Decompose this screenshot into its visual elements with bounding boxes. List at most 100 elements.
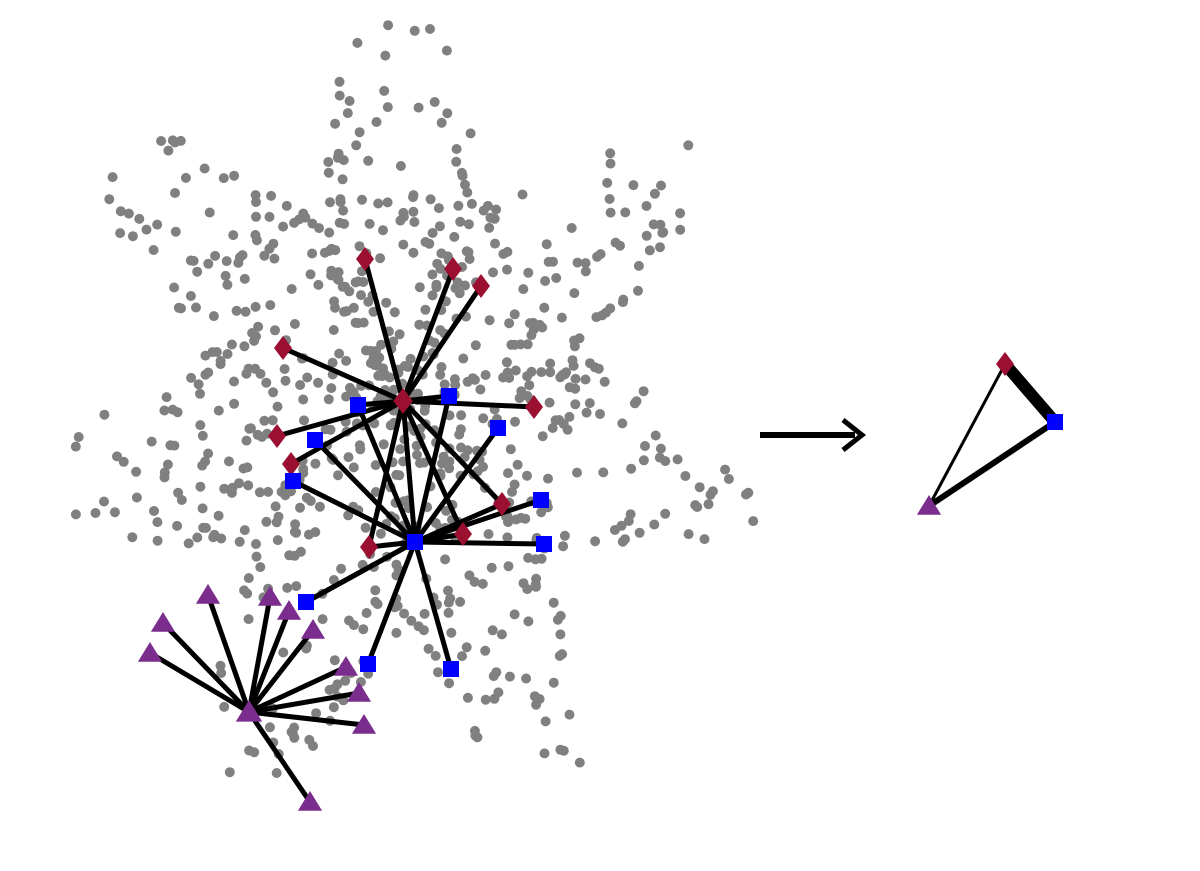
square-edge xyxy=(412,539,547,547)
background-node xyxy=(484,315,495,326)
background-node xyxy=(536,507,547,518)
background-node xyxy=(305,269,316,280)
background-node xyxy=(389,384,400,395)
background-node xyxy=(523,552,534,563)
square-node xyxy=(360,656,376,672)
triangle-edge xyxy=(205,592,252,715)
background-node xyxy=(558,745,569,756)
background-node xyxy=(601,307,611,318)
background-node xyxy=(251,235,262,246)
background-node xyxy=(496,629,507,640)
triangle-edge xyxy=(246,627,316,715)
background-node xyxy=(352,37,363,48)
diamond-edge xyxy=(400,398,537,410)
diamond-node xyxy=(444,257,462,281)
background-node xyxy=(243,480,254,491)
background-node xyxy=(289,550,300,561)
triangle-node xyxy=(195,584,221,604)
background-node xyxy=(561,367,572,378)
background-node xyxy=(251,539,261,549)
background-node xyxy=(610,237,621,248)
background-node xyxy=(298,394,309,405)
background-node xyxy=(656,180,666,191)
background-node xyxy=(197,460,208,471)
background-node xyxy=(255,562,266,573)
background-node xyxy=(250,301,261,312)
background-node xyxy=(70,441,81,452)
background-node xyxy=(267,415,278,426)
right-arrow-icon xyxy=(760,418,867,452)
background-node xyxy=(507,486,517,497)
background-node xyxy=(382,197,393,208)
background-node xyxy=(572,257,583,268)
background-node xyxy=(562,424,573,435)
background-node xyxy=(344,96,355,106)
summary-diamond-node xyxy=(996,352,1014,376)
background-node xyxy=(224,456,234,467)
background-node xyxy=(510,416,520,427)
background-node xyxy=(372,599,383,610)
background-node xyxy=(590,536,601,547)
background-node xyxy=(633,285,643,296)
background-node xyxy=(456,167,467,178)
background-node xyxy=(522,470,532,481)
background-node xyxy=(437,458,447,469)
background-node xyxy=(523,267,534,278)
background-node xyxy=(638,386,649,397)
background-node xyxy=(222,279,233,290)
background-node xyxy=(240,306,251,317)
background-node xyxy=(408,206,419,217)
background-node xyxy=(477,578,488,589)
background-node xyxy=(271,768,282,778)
background-node xyxy=(455,424,466,435)
background-node xyxy=(443,585,453,596)
background-node xyxy=(351,140,362,151)
background-node xyxy=(694,482,705,493)
diamond-node xyxy=(268,424,286,448)
background-node xyxy=(384,372,395,383)
background-node xyxy=(339,218,350,229)
background-node xyxy=(480,370,491,380)
triangle-node xyxy=(276,600,302,620)
background-node xyxy=(348,302,359,313)
background-node xyxy=(572,467,582,478)
background-node xyxy=(378,225,388,236)
background-node xyxy=(672,454,683,465)
background-node xyxy=(115,228,126,239)
background-node xyxy=(509,339,520,350)
background-node xyxy=(531,573,542,584)
background-node xyxy=(469,374,480,385)
background-node xyxy=(363,155,374,166)
background-node xyxy=(265,300,276,311)
background-node xyxy=(208,311,219,322)
background-node xyxy=(269,253,280,264)
background-node xyxy=(259,415,270,426)
background-node xyxy=(427,290,438,301)
background-node xyxy=(564,709,575,720)
background-node xyxy=(224,767,235,778)
background-node xyxy=(443,607,454,618)
background-node xyxy=(537,322,548,333)
background-node xyxy=(172,520,183,531)
background-node xyxy=(228,230,239,241)
background-node xyxy=(222,349,233,359)
background-node xyxy=(239,525,250,536)
background-node xyxy=(660,456,671,467)
background-node xyxy=(574,757,585,768)
background-node xyxy=(250,190,261,201)
background-node xyxy=(336,563,347,574)
triangle-node xyxy=(300,619,326,639)
triangle-edge xyxy=(246,608,292,715)
background-node xyxy=(559,530,570,541)
background-node xyxy=(243,614,254,625)
background-node xyxy=(380,50,391,61)
background-node xyxy=(373,370,384,381)
triangle-edge xyxy=(246,709,367,728)
background-node xyxy=(313,279,324,290)
background-node xyxy=(378,363,388,374)
background-node xyxy=(344,615,354,626)
background-node xyxy=(231,305,242,316)
square-node xyxy=(533,492,549,508)
background-node xyxy=(412,449,422,460)
background-node xyxy=(268,387,279,398)
